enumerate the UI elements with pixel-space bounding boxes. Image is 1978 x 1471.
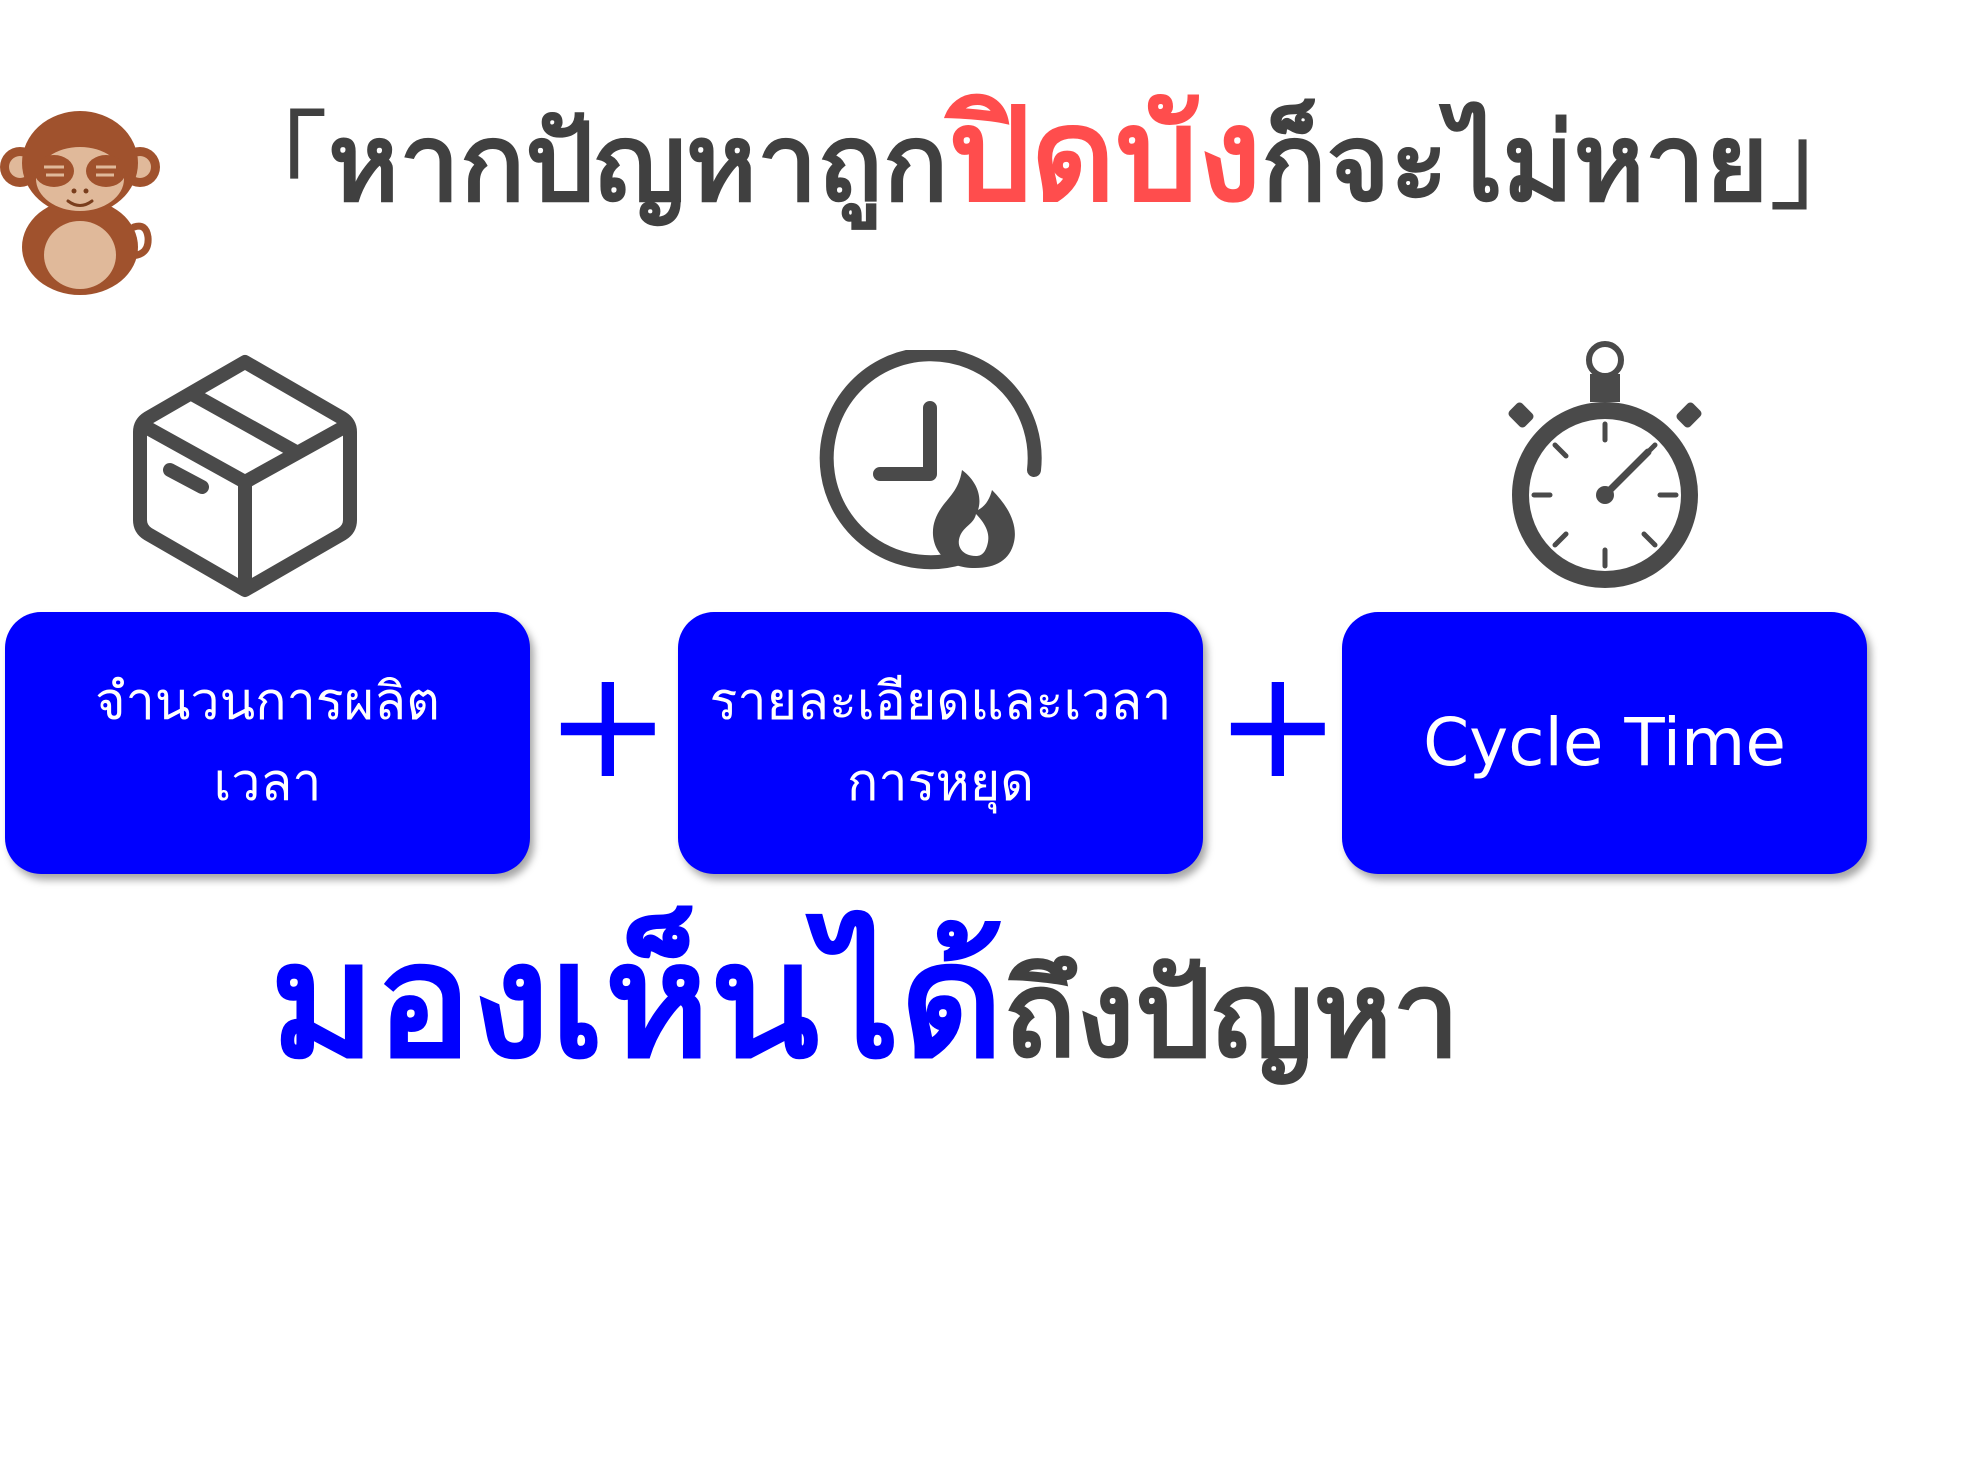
stopwatch-icon — [1500, 340, 1710, 595]
box2-line1: รายละเอียดและเวลา — [709, 672, 1172, 733]
headline-part1: หากปัญหาถูก — [328, 100, 949, 226]
conclusion-rest: ถึงปัญหา — [1003, 944, 1460, 1085]
headline-highlight: ปิดบัง — [948, 78, 1262, 231]
conclusion-text: มองเห็นได้ถึงปัญหา — [270, 920, 1460, 1080]
box1-line2: เวลา — [213, 753, 322, 813]
plus-operator-2: + — [1215, 638, 1341, 812]
plus-operator-1: + — [545, 638, 671, 812]
close-bracket: 」 — [1768, 101, 1877, 226]
box2-line2: การหยุด — [846, 753, 1035, 813]
open-bracket: 「 — [220, 101, 329, 226]
see-no-evil-monkey-icon — [0, 105, 165, 295]
box1-line1: จำนวนการผลิต — [95, 672, 440, 733]
headline: 「หากปัญหาถูกปิดบังก็จะไม่หาย」 — [220, 90, 1877, 220]
production-quantity-box: จำนวนการผลิต เวลา — [5, 612, 530, 874]
conclusion-emphasis: มองเห็นได้ — [270, 906, 1004, 1094]
box3-line1: Cycle Time — [1423, 703, 1786, 781]
package-box-icon — [130, 350, 360, 600]
cycle-time-box: Cycle Time — [1342, 612, 1867, 874]
clock-fire-icon — [810, 347, 1050, 580]
headline-part2: ก็จะไม่หาย — [1261, 100, 1769, 226]
downtime-details-box: รายละเอียดและเวลา การหยุด — [678, 612, 1203, 874]
